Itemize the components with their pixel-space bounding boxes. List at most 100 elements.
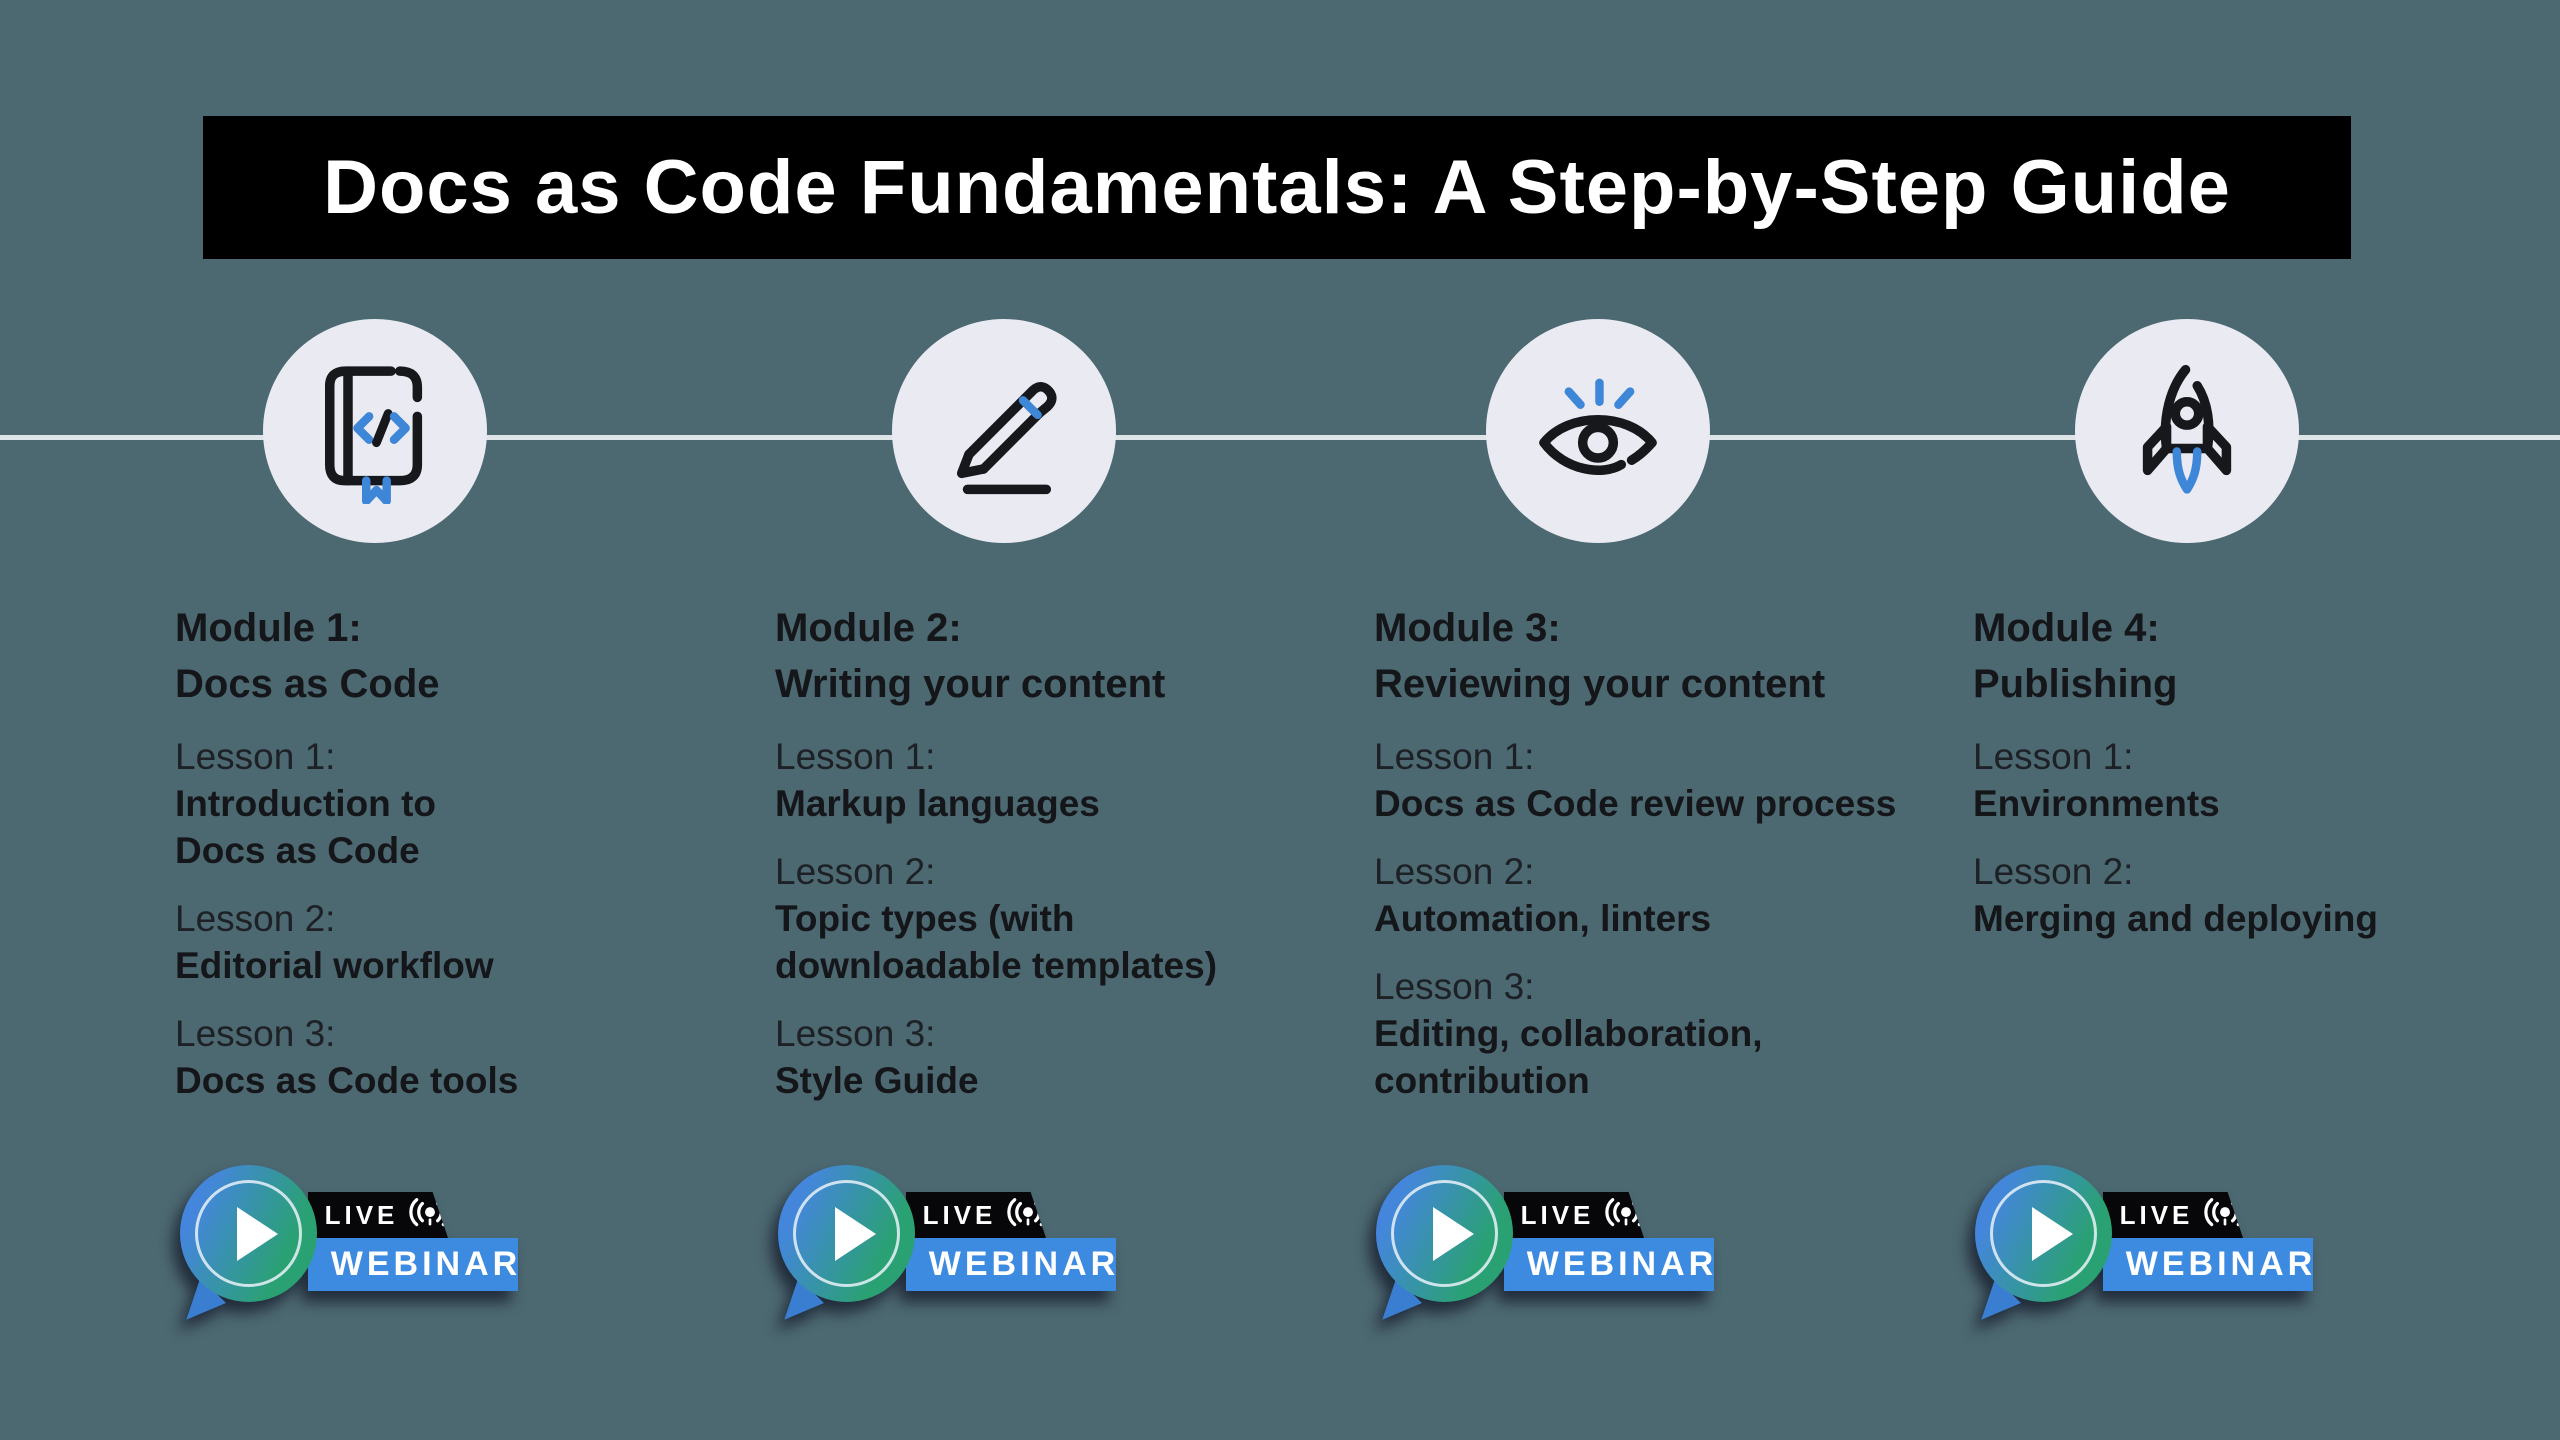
module-1-title-label: Module 1: <box>175 606 362 650</box>
module-1-column: Module 1: Docs as Code Lesson 1: Introdu… <box>175 600 755 1125</box>
bubble-ring <box>793 1180 900 1287</box>
lesson-item: Lesson 1: Introduction to Docs as Code <box>175 733 755 874</box>
module-3-title: Module 3: Reviewing your content <box>1374 600 1954 712</box>
speech-bubble <box>778 1165 915 1302</box>
lesson-item: Lesson 2: Topic types (with downloadable… <box>775 848 1355 989</box>
speech-bubble <box>1376 1165 1513 1302</box>
live-webinar-badge-module-4[interactable]: LIVE WEBINAR <box>1970 1165 2322 1320</box>
webinar-label: WEBINAR <box>928 1245 1120 1283</box>
live-banner: LIVE <box>2103 1192 2243 1238</box>
module-4-title-name: Publishing <box>1973 662 2178 706</box>
broadcast-icon <box>1007 1198 1046 1227</box>
lesson-item: Lesson 1: Markup languages <box>775 733 1355 827</box>
lesson-label: Lesson 2: <box>1973 851 2134 892</box>
live-banner: LIVE <box>1504 1192 1644 1238</box>
live-label: LIVE <box>1520 1199 1595 1230</box>
rocket-icon <box>2142 364 2232 494</box>
lesson-name: Automation, linters <box>1374 898 1712 939</box>
live-webinar-badge-module-2[interactable]: LIVE WEBINAR <box>773 1165 1125 1320</box>
lesson-name: Introduction to Docs as Code <box>175 783 436 871</box>
lesson-name: Topic types (with downloadable templates… <box>775 898 1218 986</box>
lesson-label: Lesson 2: <box>175 898 336 939</box>
lesson-label: Lesson 2: <box>775 851 936 892</box>
live-webinar-badge-module-3[interactable]: LIVE WEBINAR <box>1371 1165 1723 1320</box>
page-title: Docs as Code Fundamentals: A Step-by-Ste… <box>323 145 2231 230</box>
lesson-label: Lesson 3: <box>775 1013 936 1054</box>
lesson-label: Lesson 2: <box>1374 851 1535 892</box>
broadcast-icon <box>1605 1198 1644 1227</box>
webinar-bar: WEBINAR <box>906 1238 1116 1291</box>
lesson-item: Lesson 2: Automation, linters <box>1374 848 1954 942</box>
module-1-title: Module 1: Docs as Code <box>175 600 755 712</box>
lesson-name: Editing, collaboration, contribution <box>1374 1013 1763 1101</box>
play-icon <box>2032 1207 2073 1261</box>
play-icon <box>835 1207 876 1261</box>
lesson-item: Lesson 3: Editing, collaboration, contri… <box>1374 963 1954 1104</box>
lesson-item: Lesson 3: Docs as Code tools <box>175 1010 755 1104</box>
bubble-ring <box>1990 1180 2097 1287</box>
lesson-name: Style Guide <box>775 1060 979 1101</box>
live-webinar-badge-module-1[interactable]: LIVE WEBINAR <box>175 1165 527 1320</box>
notebook-code-icon <box>324 366 423 504</box>
module-3-column: Module 3: Reviewing your content Lesson … <box>1374 600 1954 1125</box>
broadcast-icon <box>409 1198 448 1227</box>
module-1-title-name: Docs as Code <box>175 662 440 706</box>
lesson-label: Lesson 1: <box>775 736 936 777</box>
lesson-name: Merging and deploying <box>1973 898 2378 939</box>
title-banner: Docs as Code Fundamentals: A Step-by-Ste… <box>203 116 2351 259</box>
lesson-label: Lesson 1: <box>1374 736 1535 777</box>
lesson-item: Lesson 1: Environments <box>1973 733 2553 827</box>
live-label: LIVE <box>2119 1199 2194 1230</box>
play-icon <box>237 1207 278 1261</box>
badge-artwork: LIVE WEBINAR <box>1970 1165 2322 1320</box>
lesson-label: Lesson 3: <box>1374 966 1535 1007</box>
lesson-name: Environments <box>1973 783 2220 824</box>
broadcast-icon <box>2204 1198 2243 1227</box>
webinar-label: WEBINAR <box>330 1245 522 1283</box>
speech-bubble <box>180 1165 317 1302</box>
timeline-line <box>0 435 2560 440</box>
module-3-title-name: Reviewing your content <box>1374 662 1826 706</box>
lesson-label: Lesson 3: <box>175 1013 336 1054</box>
module-4-column: Module 4: Publishing Lesson 1: Environme… <box>1973 600 2553 963</box>
module-2-column: Module 2: Writing your content Lesson 1:… <box>775 600 1355 1125</box>
lesson-name: Editorial workflow <box>175 945 494 986</box>
module-3-title-label: Module 3: <box>1374 606 1561 650</box>
lesson-name: Markup languages <box>775 783 1100 824</box>
module-2-title: Module 2: Writing your content <box>775 600 1355 712</box>
module-1-icon-circle <box>263 319 487 543</box>
play-icon <box>1433 1207 1474 1261</box>
live-label: LIVE <box>324 1199 399 1230</box>
live-banner: LIVE <box>308 1192 448 1238</box>
module-4-title-label: Module 4: <box>1973 606 2160 650</box>
pencil-icon <box>956 382 1057 495</box>
bubble-ring <box>195 1180 302 1287</box>
lesson-item: Lesson 2: Editorial workflow <box>175 895 755 989</box>
lesson-label: Lesson 1: <box>1973 736 2134 777</box>
webinar-bar: WEBINAR <box>1504 1238 1714 1291</box>
module-2-icon-circle <box>892 319 1116 543</box>
webinar-bar: WEBINAR <box>308 1238 518 1291</box>
bubble-ring <box>1391 1180 1498 1287</box>
module-3-icon-circle <box>1486 319 1710 543</box>
module-2-title-label: Module 2: <box>775 606 962 650</box>
badge-artwork: LIVE WEBINAR <box>1371 1165 1723 1320</box>
lesson-label: Lesson 1: <box>175 736 336 777</box>
lesson-name: Docs as Code review process <box>1374 783 1897 824</box>
lesson-item: Lesson 2: Merging and deploying <box>1973 848 2553 942</box>
webinar-label: WEBINAR <box>2125 1245 2317 1283</box>
live-banner: LIVE <box>906 1192 1046 1238</box>
webinar-bar: WEBINAR <box>2103 1238 2313 1291</box>
eye-review-icon <box>1539 378 1657 475</box>
lesson-item: Lesson 1: Docs as Code review process <box>1374 733 1954 827</box>
module-4-title: Module 4: Publishing <box>1973 600 2553 712</box>
speech-bubble <box>1975 1165 2112 1302</box>
live-label: LIVE <box>922 1199 997 1230</box>
lesson-name: Docs as Code tools <box>175 1060 519 1101</box>
module-2-title-name: Writing your content <box>775 662 1166 706</box>
badge-artwork: LIVE WEBINAR <box>773 1165 1125 1320</box>
module-4-icon-circle <box>2075 319 2299 543</box>
webinar-label: WEBINAR <box>1526 1245 1718 1283</box>
badge-artwork: LIVE WEBINAR <box>175 1165 527 1320</box>
